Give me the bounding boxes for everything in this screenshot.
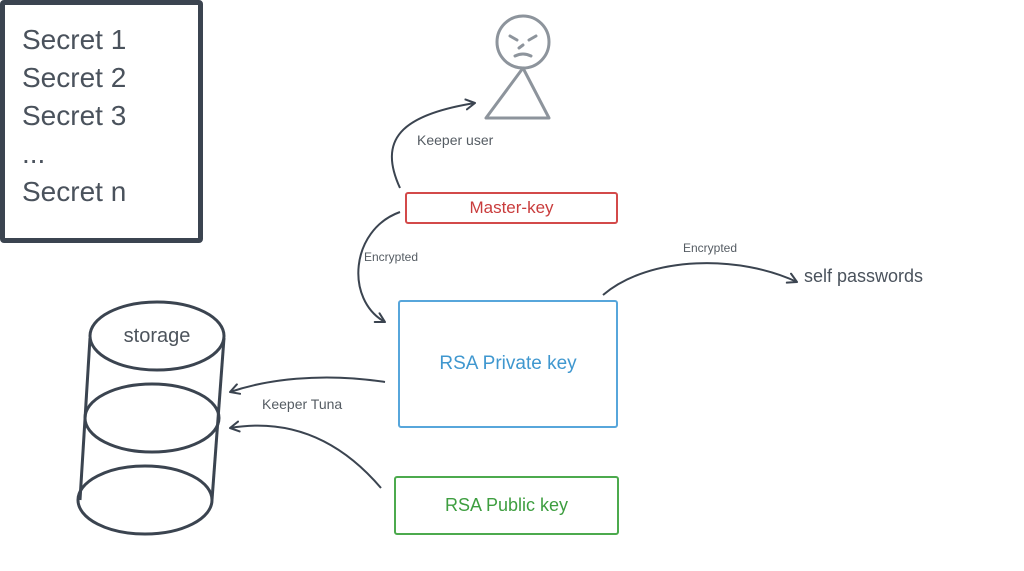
secret-item: Secret n — [22, 176, 127, 207]
self-passwords-label: self passwords — [804, 266, 924, 286]
rsa-public-key-box: RSA Public key — [394, 476, 619, 535]
arrow-public-to-storage — [229, 420, 382, 489]
keeper-user-label: Keeper user — [417, 132, 494, 148]
rsa-private-key-box: RSA Private key — [398, 300, 618, 428]
self-passwords-box: Secret 1 Secret 2 Secret 3 ... Secret n — [0, 0, 203, 243]
storage-cylinder-icon — [76, 300, 226, 536]
arrow-private-to-storage — [229, 376, 386, 395]
arrow-master-to-private — [357, 211, 401, 324]
encrypted-label-master: Encrypted — [364, 250, 419, 264]
secret-item: Secret 1 — [22, 24, 127, 55]
storage-label: storage — [123, 325, 191, 347]
user-figure-icon — [484, 14, 551, 120]
arrow-master-to-user — [390, 98, 476, 189]
keeper-tuna-label: Keeper Tuna — [262, 396, 343, 412]
encrypted-label-private: Encrypted — [683, 241, 738, 255]
secret-item: ... — [22, 138, 46, 169]
rsa-public-key-label: RSA Public key — [444, 495, 569, 515]
secret-item: Secret 2 — [22, 62, 127, 93]
arrow-private-to-passwords — [602, 262, 798, 296]
secret-item: Secret 3 — [22, 100, 127, 131]
rsa-private-key-label: RSA Private key — [439, 353, 577, 374]
master-key-label: Master-key — [469, 198, 554, 217]
master-key-box: Master-key — [405, 192, 618, 224]
